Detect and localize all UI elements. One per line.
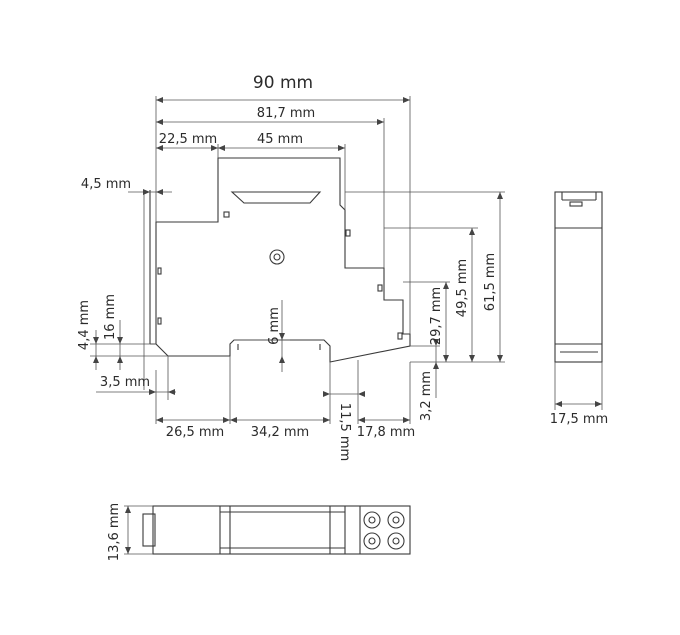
dim-34-2: 34,2 mm <box>251 425 309 440</box>
dim-17-8: 17,8 mm <box>357 425 415 440</box>
dim-overall-width: 90 mm <box>253 73 313 93</box>
terminal-screw <box>363 532 381 550</box>
dim-side-width: 17,5 mm <box>550 412 608 427</box>
dimension-labels: 90 mm 81,7 mm 22,5 mm 45 mm 4,5 mm 4,4 m… <box>77 73 608 561</box>
din-clip-top <box>230 191 322 204</box>
side-view <box>554 191 603 410</box>
terminal-screw <box>387 532 405 550</box>
left-edge <box>149 190 156 345</box>
dim-3-5: 3,5 mm <box>100 375 150 390</box>
slot <box>157 317 162 325</box>
dim-26-5: 26,5 mm <box>166 425 224 440</box>
terminal-screw <box>387 511 405 529</box>
dim-81-7: 81,7 mm <box>257 106 315 121</box>
slot <box>157 267 162 275</box>
dim-3-2: 3,2 mm <box>419 371 434 421</box>
dim-61-5: 61,5 mm <box>483 253 498 311</box>
notch-detail <box>237 344 321 350</box>
dim-22-5: 22,5 mm <box>159 132 217 147</box>
slot <box>377 284 383 292</box>
slot <box>397 332 403 340</box>
dimension-lines <box>90 96 505 424</box>
front-view-outline <box>155 157 411 363</box>
bottom-view <box>124 505 411 555</box>
side-view-body <box>554 191 603 363</box>
dim-11-5: 11,5 mm <box>337 403 352 461</box>
bottom-view-body <box>152 505 411 555</box>
slot <box>345 229 351 237</box>
dim-45: 45 mm <box>257 132 303 147</box>
mounting-hole <box>269 249 285 265</box>
dim-16: 16 mm <box>103 294 118 340</box>
dim-49-5: 49,5 mm <box>455 259 470 317</box>
dim-6: 6 mm <box>267 307 282 345</box>
side-view-slot <box>569 201 583 207</box>
slot <box>223 211 230 218</box>
bottom-view-tab <box>142 513 156 547</box>
arrowheads <box>93 97 503 423</box>
dim-4-5: 4,5 mm <box>81 177 131 192</box>
terminal-screw <box>363 511 381 529</box>
dim-bottom-view-height: 13,6 mm <box>107 503 122 561</box>
mounting-hole-inner <box>273 253 281 261</box>
dim-4-4: 4,4 mm <box>77 300 92 350</box>
dim-29-7: 29,7 mm <box>429 287 444 345</box>
